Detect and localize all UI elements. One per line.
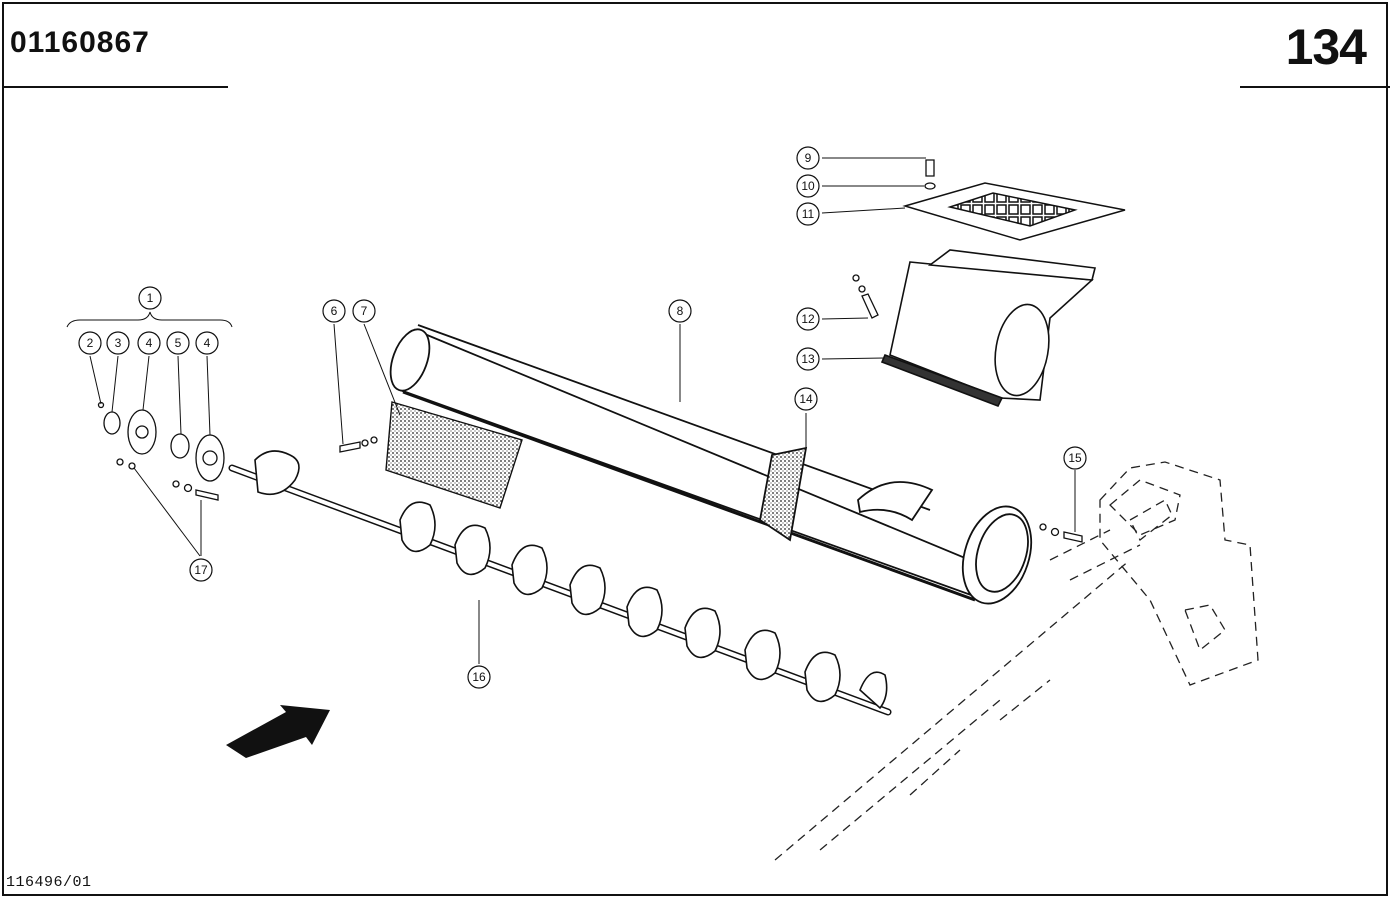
callout-2: 2: [78, 331, 102, 355]
svg-text:15: 15: [1068, 451, 1082, 465]
svg-text:12: 12: [801, 312, 815, 326]
svg-text:3: 3: [115, 336, 122, 350]
cover-plate: [385, 401, 523, 509]
callout-13: 13: [796, 347, 820, 371]
svg-text:6: 6: [331, 304, 338, 318]
callout-14: 14: [794, 387, 818, 411]
header-rule-right: [1240, 86, 1390, 88]
leader-lines: [66, 157, 1076, 664]
callout-1: 1: [138, 286, 162, 310]
page-number: 134: [1285, 19, 1367, 75]
callout-4b: 4: [195, 331, 219, 355]
svg-text:11: 11: [802, 207, 815, 221]
callout-8: 8: [668, 299, 692, 323]
svg-text:2: 2: [87, 336, 94, 350]
callout-16: 16: [467, 665, 491, 689]
svg-text:16: 16: [472, 670, 486, 684]
machine-frame-dashed: [774, 461, 1259, 861]
callout-5: 5: [166, 331, 190, 355]
callout-9: 9: [796, 146, 820, 170]
callout-10: 10: [796, 174, 820, 198]
callout-3: 3: [106, 331, 130, 355]
hopper: [880, 249, 1096, 408]
tube: [389, 324, 1033, 605]
svg-text:13: 13: [801, 352, 815, 366]
callouts: 1 2 3 4 5 4 6 7 8 9 10 11 12 13 14 15 16…: [78, 146, 1087, 689]
hardware-parts: [97, 159, 1083, 543]
svg-text:7: 7: [361, 304, 368, 318]
svg-text:4: 4: [146, 336, 153, 350]
svg-text:4: 4: [204, 336, 211, 350]
callout-12: 12: [796, 307, 820, 331]
svg-text:14: 14: [799, 392, 813, 406]
callout-11: 11: [796, 202, 820, 226]
document-number: 01160867: [10, 26, 150, 59]
svg-text:10: 10: [801, 179, 815, 193]
callout-15: 15: [1063, 446, 1087, 470]
svg-text:5: 5: [175, 336, 182, 350]
callout-4a: 4: [137, 331, 161, 355]
svg-text:17: 17: [194, 563, 208, 577]
auger: [228, 450, 892, 716]
callout-17: 17: [189, 558, 213, 582]
header-rule-left: [2, 86, 228, 88]
svg-text:8: 8: [677, 304, 684, 318]
svg-text:1: 1: [147, 291, 154, 305]
grid-cover: [902, 182, 1126, 241]
callout-6: 6: [322, 299, 346, 323]
svg-text:9: 9: [805, 151, 812, 165]
callout-7: 7: [352, 299, 376, 323]
figure-code: 116496/01: [6, 874, 92, 891]
direction-arrow: [226, 705, 330, 758]
